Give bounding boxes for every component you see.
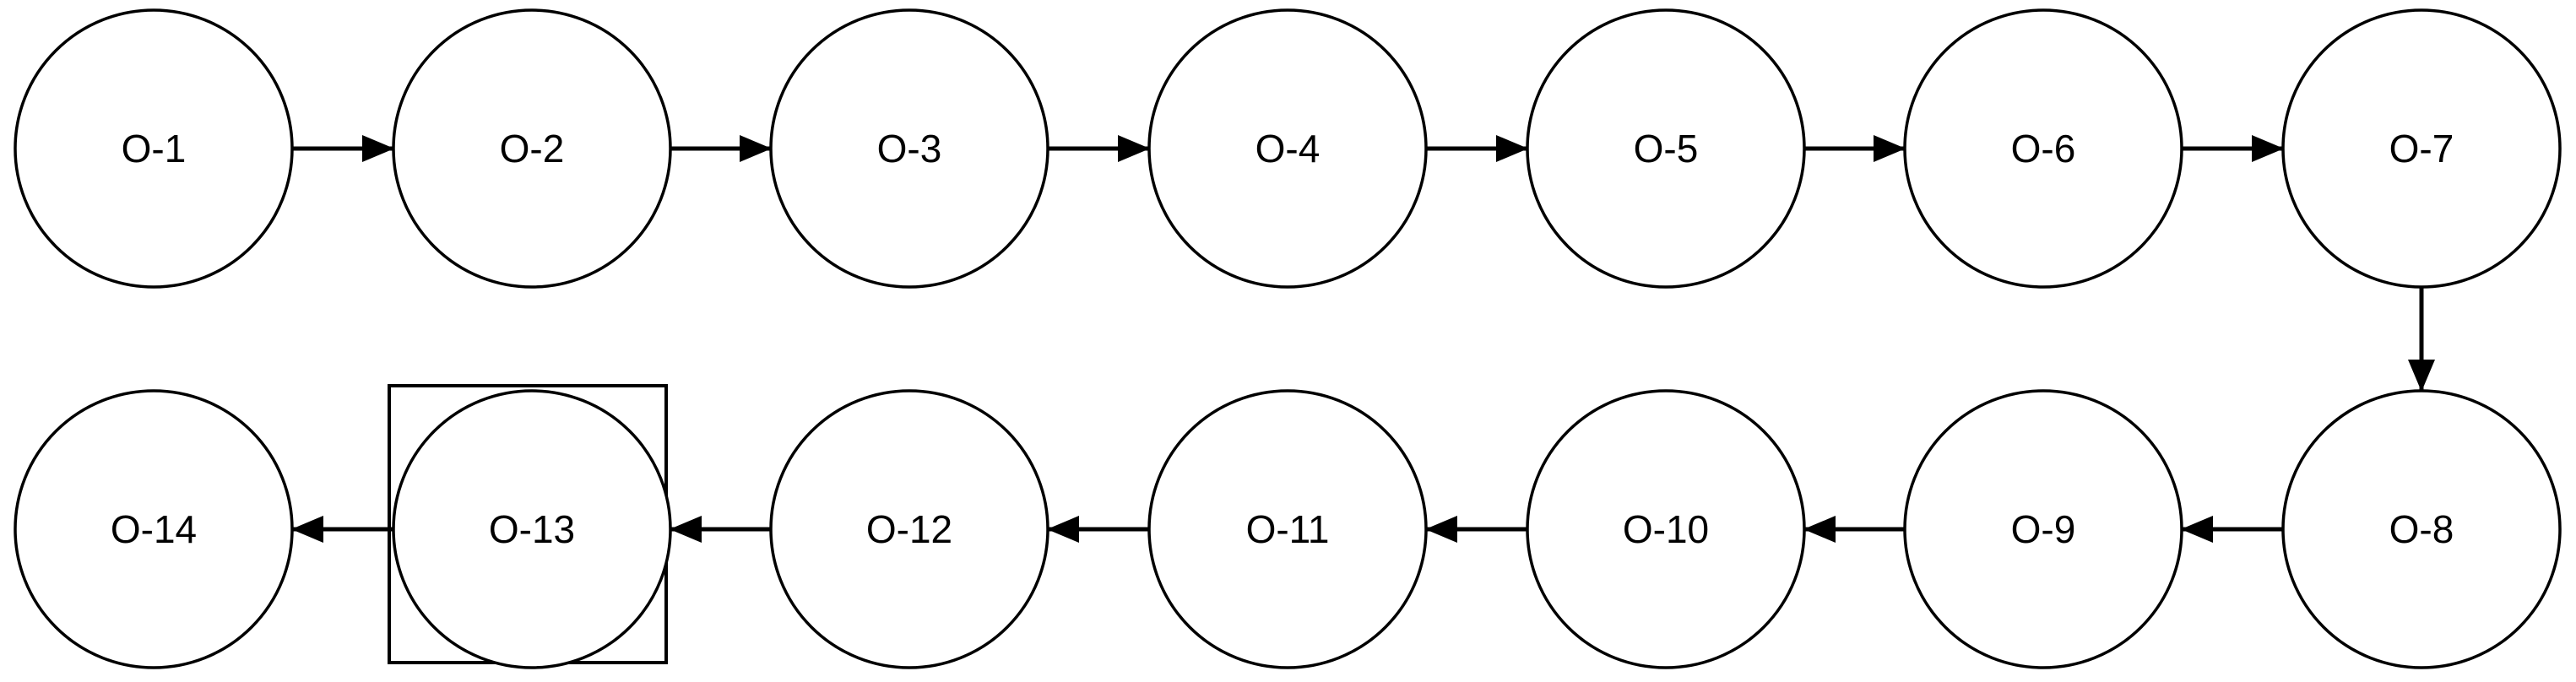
node-label: O-14 bbox=[111, 507, 197, 551]
node-circle bbox=[392, 389, 672, 669]
node-label: O-8 bbox=[2389, 507, 2454, 551]
node-O-7[interactable]: O-7 bbox=[2281, 8, 2562, 289]
node-label: O-9 bbox=[2011, 507, 2076, 551]
node-O-9[interactable]: O-9 bbox=[1903, 389, 2183, 669]
node-circle bbox=[392, 8, 672, 289]
node-label: O-5 bbox=[1634, 127, 1699, 170]
node-O-3[interactable]: O-3 bbox=[769, 8, 1049, 289]
node-circle bbox=[14, 389, 294, 669]
node-O-8[interactable]: O-8 bbox=[2281, 389, 2562, 669]
node-O-4[interactable]: O-4 bbox=[1147, 8, 1428, 289]
node-label: O-11 bbox=[1246, 507, 1330, 551]
node-O-2[interactable]: O-2 bbox=[392, 8, 672, 289]
node-circle bbox=[769, 389, 1049, 669]
node-label: O-1 bbox=[122, 127, 187, 170]
node-circle bbox=[1903, 389, 2183, 669]
node-label: O-10 bbox=[1623, 507, 1709, 551]
node-O-12[interactable]: O-12 bbox=[769, 389, 1049, 669]
node-label: O-7 bbox=[2389, 127, 2454, 170]
node-circle bbox=[2281, 389, 2562, 669]
node-O-13[interactable]: O-13 bbox=[388, 384, 672, 669]
node-label: O-13 bbox=[489, 507, 575, 551]
node-circle bbox=[2281, 8, 2562, 289]
node-O-5[interactable]: O-5 bbox=[1526, 8, 1806, 289]
node-label: O-2 bbox=[500, 127, 565, 170]
node-circle bbox=[769, 8, 1049, 289]
node-circle bbox=[14, 8, 294, 289]
node-O-11[interactable]: O-11 bbox=[1147, 389, 1428, 669]
node-O-1[interactable]: O-1 bbox=[14, 8, 294, 289]
node-O-10[interactable]: O-10 bbox=[1526, 389, 1806, 669]
node-label: O-6 bbox=[2011, 127, 2076, 170]
node-label: O-3 bbox=[877, 127, 942, 170]
node-circle bbox=[1147, 389, 1428, 669]
node-circle bbox=[1526, 8, 1806, 289]
node-label: O-4 bbox=[1255, 127, 1321, 170]
node-circle bbox=[1147, 8, 1428, 289]
node-circle bbox=[1903, 8, 2183, 289]
node-circle bbox=[1526, 389, 1806, 669]
node-label: O-12 bbox=[866, 507, 952, 551]
node-O-14[interactable]: O-14 bbox=[14, 389, 294, 669]
node-O-6[interactable]: O-6 bbox=[1903, 8, 2183, 289]
